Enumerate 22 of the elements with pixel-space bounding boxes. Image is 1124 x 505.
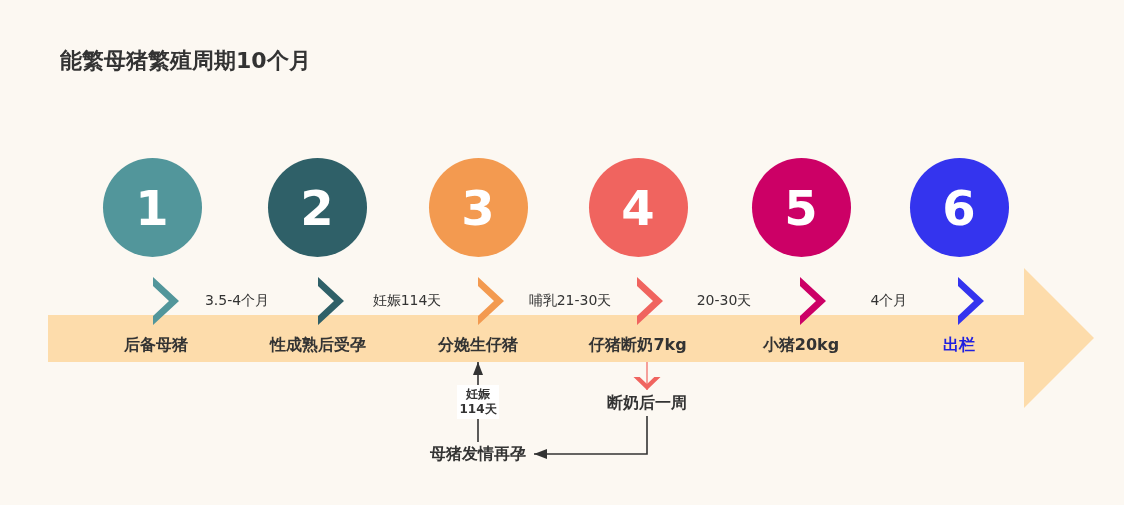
duration-label: 妊娠114天 [372,290,442,310]
step-number: 5 [784,183,818,232]
stage-label: 小猪20kg [754,328,848,362]
duration-label: 4个月 [870,290,908,310]
event-label: 断奶后一周 [599,390,695,416]
duration-label: 哺乳21-30天 [528,290,612,310]
step-number: 3 [461,183,495,232]
step-number: 2 [300,183,334,232]
diagram-title: 能繁母猪繁殖周期10个月 [60,47,311,75]
stage-label: 后备母猪 [116,328,196,362]
connector-arrow [533,415,648,459]
stage-label: 分娩生仔猪 [430,328,526,362]
duration-label: 3.5-4个月 [204,290,270,310]
step-number: 6 [942,183,976,232]
step-number: 4 [621,183,655,232]
edge-label: 妊娠114天 [457,385,499,419]
duration-label: 20-30天 [696,290,752,310]
event-label: 母猪发情再孕 [422,442,534,466]
stage-label: 出栏 [935,328,983,362]
stage-label: 性成熟后受孕 [262,328,374,362]
stage-label: 仔猪断奶7kg [581,328,695,362]
step-number: 1 [135,183,169,232]
